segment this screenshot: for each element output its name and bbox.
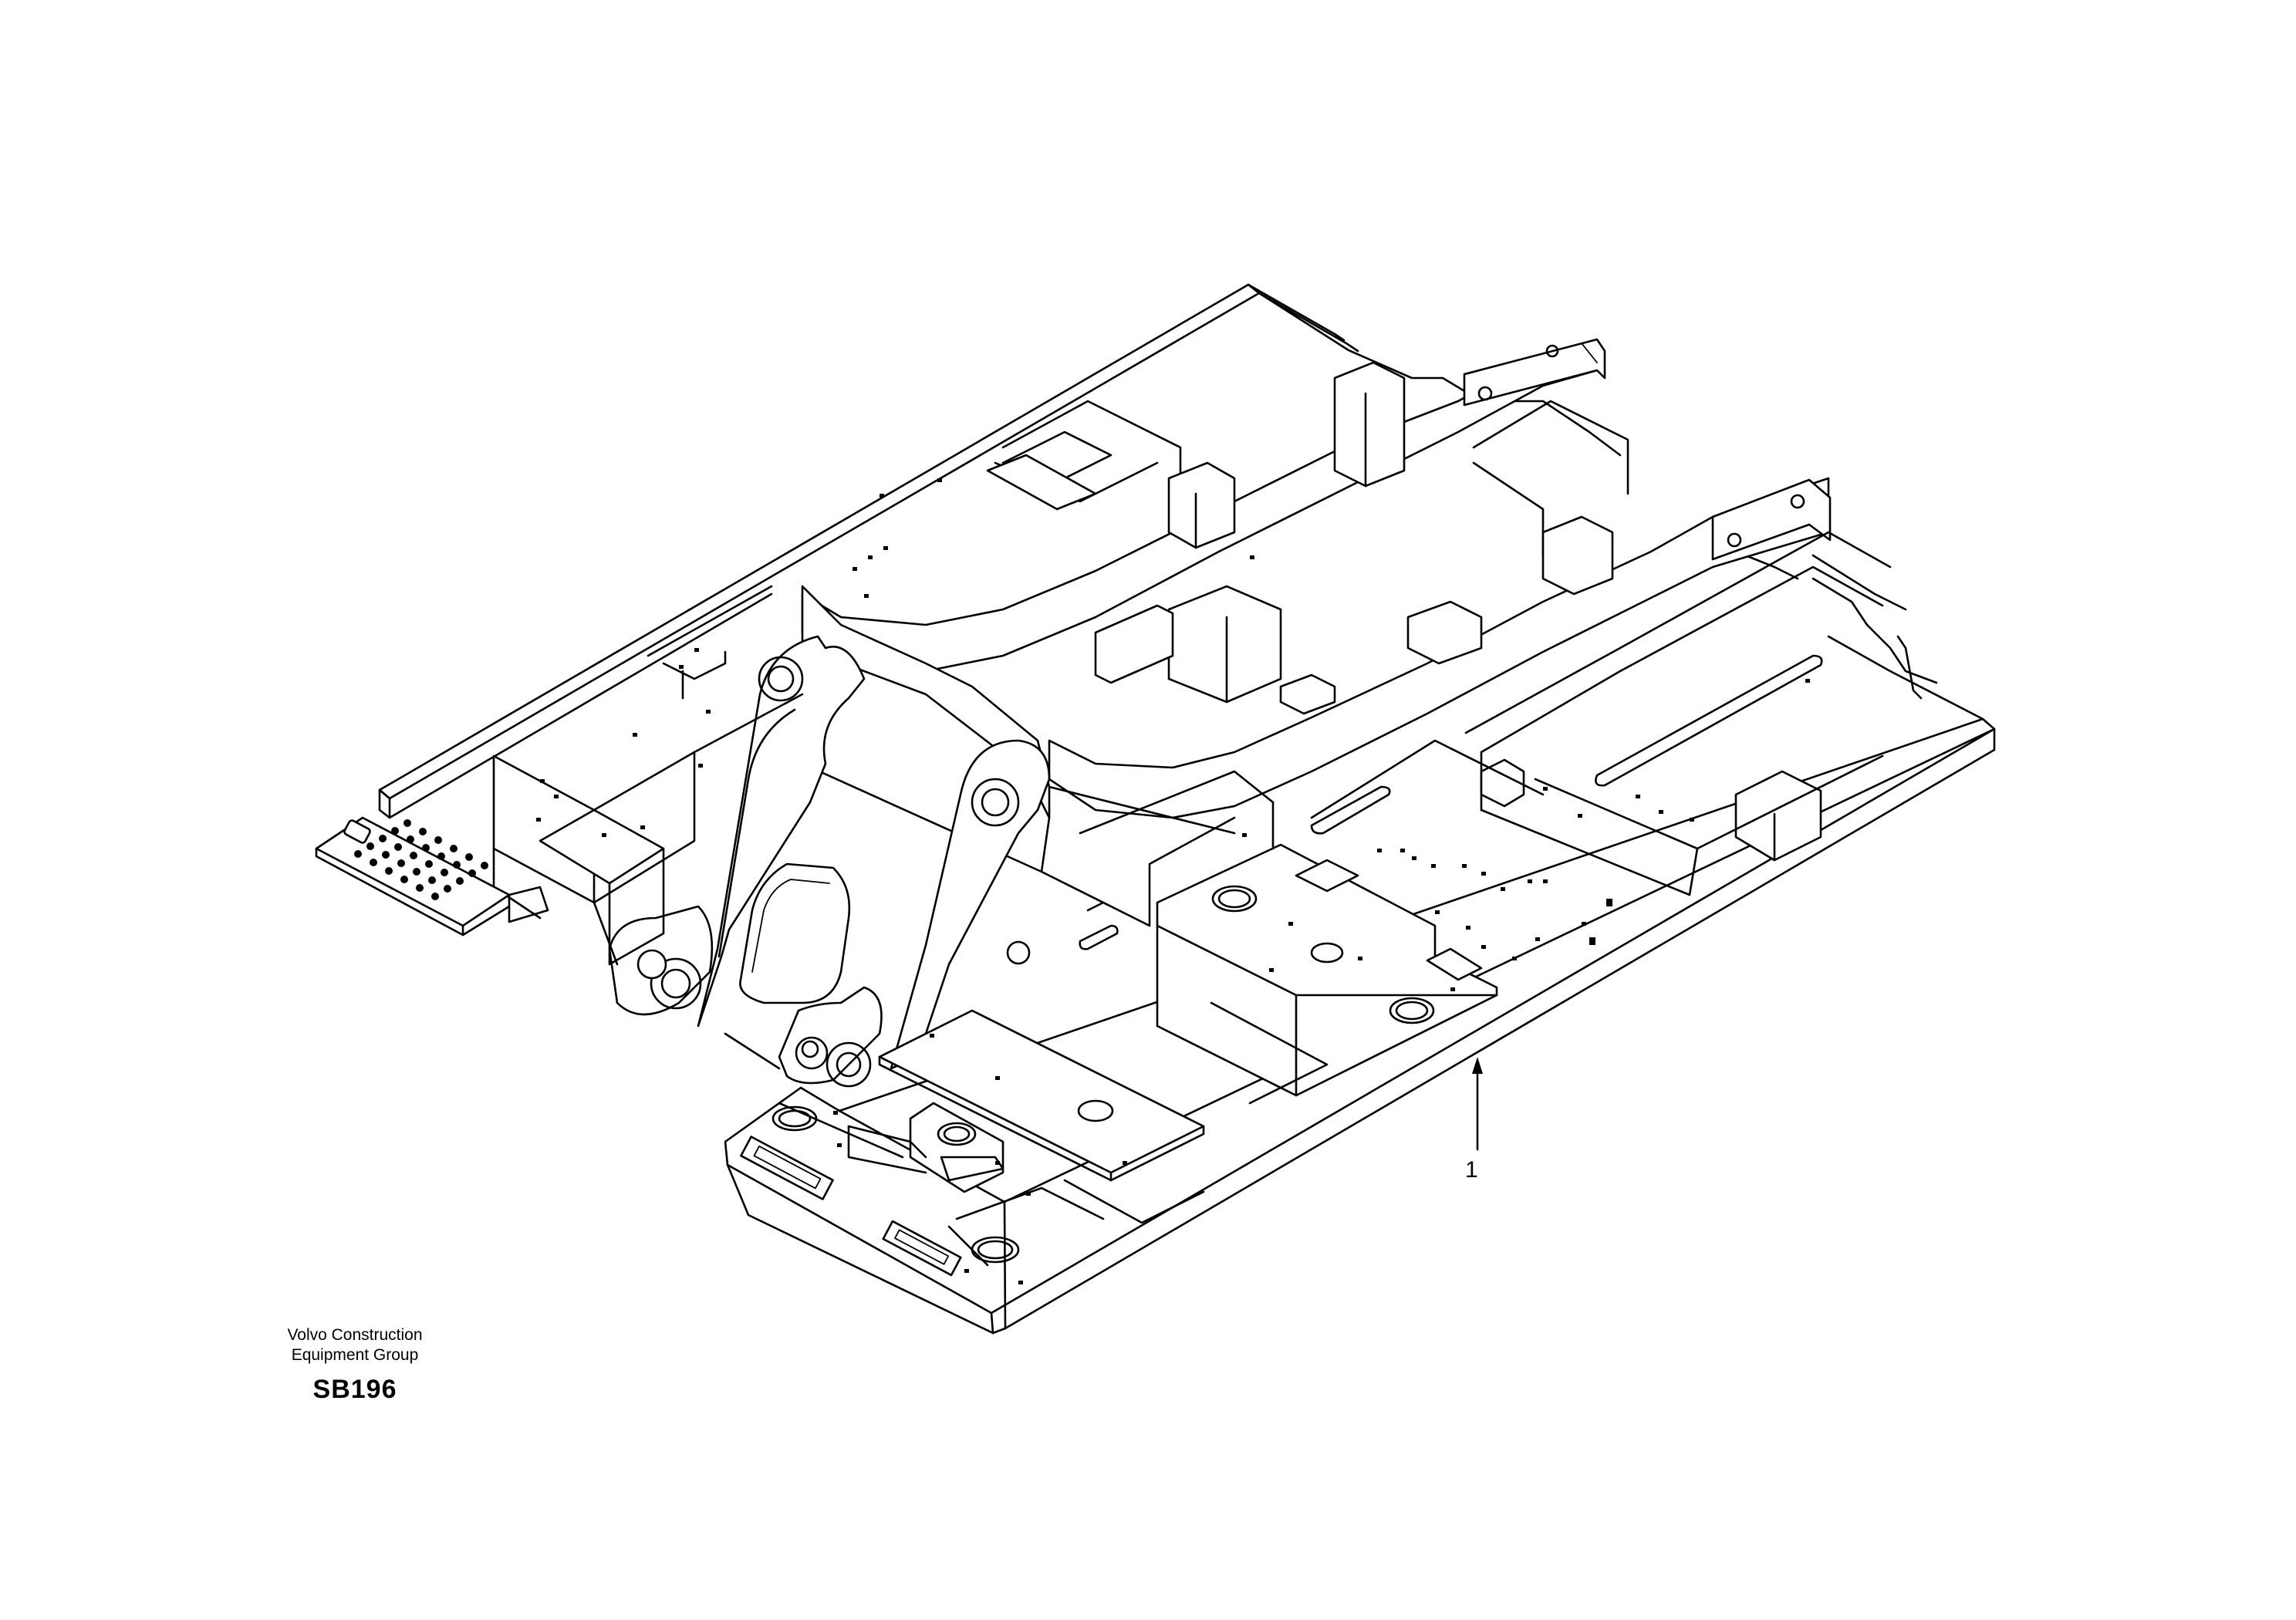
left-inner-structure xyxy=(494,586,802,964)
center-bracket xyxy=(1096,586,1481,714)
rear-right-compartment xyxy=(1466,532,1921,895)
right-boom-plate xyxy=(779,741,1049,1086)
step-grip-holes xyxy=(354,819,488,900)
left-boom-plate xyxy=(609,636,864,1026)
front-crossmember xyxy=(880,1003,1327,1223)
center-floor-plate xyxy=(1157,845,1497,1095)
callout-leader xyxy=(1472,1057,1483,1149)
footer-title-block: Volvo Construction Equipment Group SB196 xyxy=(255,1325,455,1405)
left-foot-step xyxy=(316,818,548,935)
company-name-line2: Equipment Group xyxy=(291,1346,419,1364)
drawing-code: SB196 xyxy=(312,1375,397,1404)
rear-left-compartment xyxy=(988,363,1628,594)
front-compartment xyxy=(741,1103,1103,1275)
left-side-rail xyxy=(380,285,1358,818)
callout-number: 1 xyxy=(1465,1157,1478,1183)
mounting-holes xyxy=(536,478,1810,1284)
middle-crossmember xyxy=(1008,741,1543,964)
company-name-line1: Volvo Construction xyxy=(287,1326,423,1344)
upper-beam xyxy=(802,339,1605,671)
